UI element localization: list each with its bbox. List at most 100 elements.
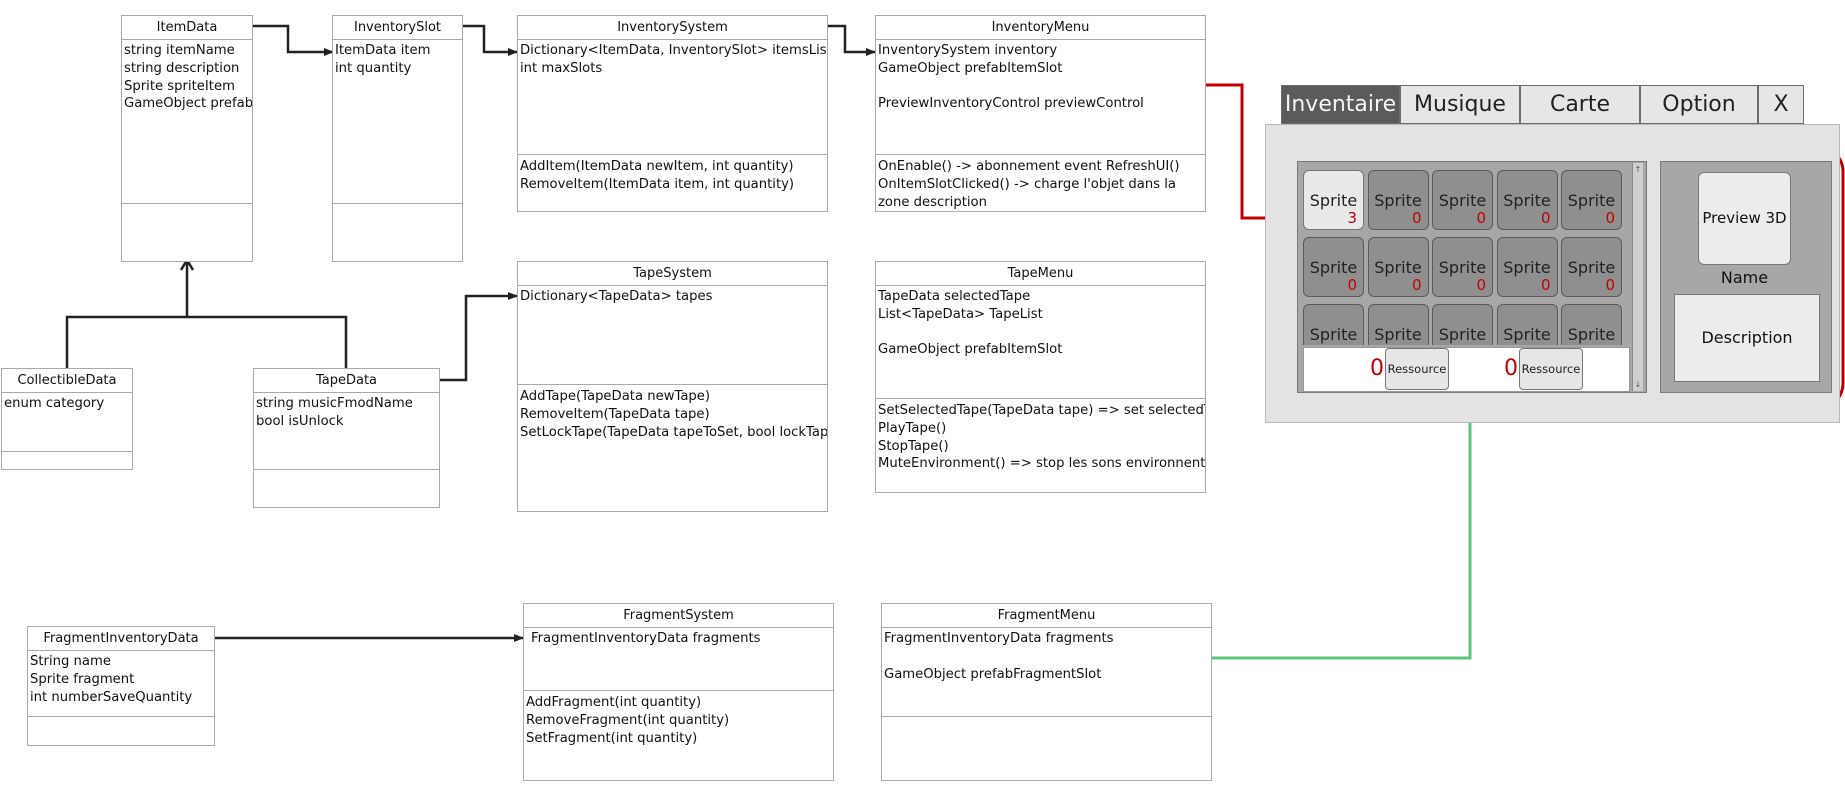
class-fragmentsystem: FragmentSystem FragmentInventoryData fra… (523, 603, 834, 781)
scroll-up-icon[interactable]: ↑ (1634, 165, 1642, 174)
class-methods (122, 204, 252, 261)
inheritance-collectibledata-tapedata-to-itemdata (65, 262, 348, 368)
class-attributes: FragmentInventoryData fragments (524, 627, 833, 691)
inventory-slot[interactable]: Sprite (1367, 304, 1429, 345)
method: AddItem(ItemData newItem, int quantity) (520, 159, 794, 174)
resource-right-button[interactable]: Ressource (1519, 348, 1583, 390)
attribute: Sprite spriteItem (124, 78, 235, 94)
class-title: FragmentSystem (524, 604, 833, 628)
attribute: GameObject prefabItemSlot (878, 342, 1063, 358)
attribute: GameObject prefab (124, 96, 252, 112)
class-attributes: Dictionary<ItemData, InventorySlot> item… (518, 39, 827, 155)
resource-left-button[interactable]: Ressource (1385, 348, 1449, 390)
class-methods: AddItem(ItemData newItem, int quantity) … (518, 155, 827, 211)
slot-sprite-label: Sprite (1374, 258, 1422, 277)
scroll-down-icon[interactable]: ↓ (1634, 380, 1642, 389)
method: RemoveItem(TapeData tape) (520, 406, 710, 422)
attribute: bool isUnlock (256, 413, 344, 429)
link-inventorymenu-to-mockup (1206, 83, 1287, 223)
class-itemdata: ItemData string itemName string descript… (121, 15, 253, 262)
slot-sprite-label: Sprite (1309, 258, 1358, 277)
class-attributes: ItemData item int quantity (333, 39, 462, 204)
inventory-slot[interactable]: Sprite (1303, 304, 1364, 345)
attribute: ItemData item (335, 43, 431, 58)
tab-close[interactable]: X (1758, 85, 1804, 124)
attribute: String name (30, 654, 111, 669)
class-methods: AddFragment(int quantity) RemoveFragment… (524, 691, 833, 780)
slot-quantity: 0 (1605, 276, 1615, 294)
class-tapesystem: TapeSystem Dictionary<TapeData> tapes Ad… (517, 261, 828, 512)
method: SetFragment(int quantity) (526, 730, 698, 746)
class-title: ItemData (122, 16, 252, 40)
class-attributes: FragmentInventoryData fragments GameObje… (882, 627, 1211, 717)
attribute: Sprite fragment (30, 671, 135, 687)
tab-option[interactable]: Option (1640, 85, 1758, 124)
attribute: Dictionary<ItemData, InventorySlot> item… (520, 43, 827, 58)
attribute: string musicFmodName (256, 396, 413, 411)
class-attributes: enum category (2, 392, 132, 452)
class-attributes: Dictionary<TapeData> tapes (518, 285, 827, 385)
attribute: Dictionary<TapeData> tapes (520, 289, 713, 304)
method: RemoveItem(ItemData item, int quantity) (520, 176, 795, 192)
slot-quantity: 3 (1347, 209, 1357, 227)
method: AddFragment(int quantity) (526, 695, 702, 710)
slot-quantity: 0 (1540, 276, 1551, 294)
class-attributes: InventorySystem inventory GameObject pre… (876, 39, 1205, 155)
method: StopTape() (878, 438, 949, 454)
class-title: CollectibleData (2, 369, 132, 393)
class-attributes: String name Sprite fragment int numberSa… (28, 650, 214, 717)
arrow-inventorysystem-to-inventorymenu (827, 24, 876, 56)
slot-sprite-label: Sprite (1567, 258, 1616, 277)
class-methods (254, 470, 439, 507)
link-fragmentmenu-to-resources (1212, 401, 1475, 660)
attribute (878, 324, 1203, 342)
method: OnEnable() -> abonnement event RefreshUI… (878, 159, 1180, 174)
class-attributes: string musicFmodName bool isUnlock (254, 392, 439, 470)
attribute: GameObject prefabItemSlot (878, 60, 1063, 76)
inventory-slot[interactable]: Sprite (1561, 304, 1622, 345)
attribute: string itemName (124, 43, 235, 58)
inventory-scrollbar[interactable]: ↑ ↓ (1632, 163, 1643, 391)
inventory-slot[interactable]: Sprite (1496, 304, 1558, 345)
method: PlayTape() (878, 420, 947, 436)
class-methods (333, 204, 462, 261)
attribute: int quantity (335, 60, 412, 76)
slot-sprite-label: Sprite (1374, 191, 1422, 210)
slot-quantity: 0 (1605, 209, 1615, 227)
class-inventorymenu: InventoryMenu InventorySystem inventory … (875, 15, 1206, 212)
method: SetSelectedTape(TapeData tape) => set se… (878, 403, 1205, 418)
resource-left-value: 0 (1370, 356, 1384, 381)
attribute: string description (124, 60, 240, 76)
class-title: FragmentMenu (882, 604, 1211, 628)
method: AddTape(TapeData newTape) (520, 389, 711, 404)
class-title: TapeData (254, 369, 439, 393)
tab-inventaire[interactable]: Inventaire (1281, 85, 1400, 124)
tab-musique[interactable]: Musique (1400, 85, 1520, 124)
class-collectibledata: CollectibleData enum category (1, 368, 133, 470)
item-description: Description (1674, 294, 1820, 382)
method: RemoveFragment(int quantity) (526, 712, 730, 728)
class-title: TapeSystem (518, 262, 827, 286)
class-title: InventorySlot (333, 16, 462, 40)
attribute: FragmentInventoryData fragments (884, 631, 1114, 646)
attribute: InventorySystem inventory (878, 43, 1058, 58)
class-tapemenu: TapeMenu TapeData selectedTape List<Tape… (875, 261, 1206, 493)
inventory-slot[interactable]: Sprite (1432, 304, 1493, 345)
item-name-label: Name (1720, 268, 1769, 287)
slot-quantity: 0 (1411, 209, 1422, 227)
preview-3d: Preview 3D (1698, 172, 1791, 265)
attribute: int numberSaveQuantity (30, 689, 193, 705)
attribute: FragmentInventoryData fragments (531, 631, 761, 646)
slot-sprite-label: Sprite (1438, 325, 1487, 344)
tab-carte[interactable]: Carte (1520, 85, 1640, 124)
